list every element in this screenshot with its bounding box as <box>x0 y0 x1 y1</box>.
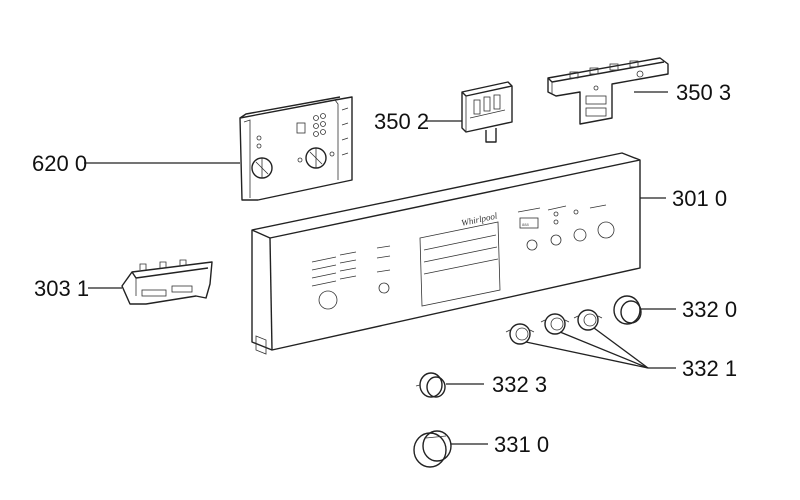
callout-3031: 303 1 <box>34 276 89 301</box>
part-3310-large-knob <box>413 430 452 468</box>
part-3010-control-panel: Whirlpool 888 <box>251 152 641 355</box>
part-3323-knob <box>415 372 446 398</box>
callout-3010: 301 0 <box>672 186 727 211</box>
part-6200-circuit-board <box>239 96 353 201</box>
callout-6200: 620 0 <box>32 151 87 176</box>
callout-3502: 350 2 <box>374 109 429 134</box>
part-3320-large-button <box>613 295 642 325</box>
leader-3321-a <box>525 341 649 369</box>
leader-3321-c <box>593 327 649 369</box>
part-3031-handle <box>121 259 213 305</box>
callout-3310: 331 0 <box>494 432 549 457</box>
leader-lines <box>84 91 676 445</box>
part-3321-small-buttons <box>505 309 603 345</box>
callout-3323: 332 3 <box>492 372 547 397</box>
part-3503-switch-bracket <box>547 57 669 125</box>
callout-labels: 620 0 350 2 350 3 301 0 303 1 332 0 332 … <box>32 80 737 457</box>
callout-3503: 350 3 <box>676 80 731 105</box>
part-3502-switch-module <box>461 81 513 143</box>
leader-3321-b <box>559 331 649 369</box>
panel-logo: Whirlpool <box>460 210 498 227</box>
callout-3321: 332 1 <box>682 356 737 381</box>
panel-display-digits: 888 <box>522 222 529 227</box>
callout-3320: 332 0 <box>682 297 737 322</box>
